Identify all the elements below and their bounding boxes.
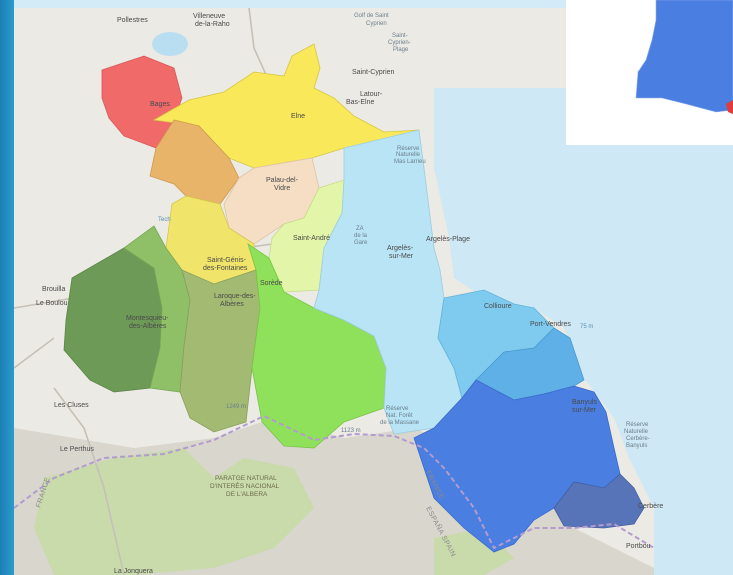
label-pollestres: Pollestres (117, 17, 148, 24)
label-st-genis-2: des-Fontaines (203, 265, 248, 272)
label-st-cyprien-plage-2: Cyprien- (388, 40, 411, 46)
label-elev-1123: 1123 m (341, 428, 361, 434)
label-golf-1: Golf de Saint (354, 13, 389, 19)
label-reserve-foret-1: Réserve (386, 406, 409, 412)
label-banyuls-2: sur-Mer (572, 407, 597, 414)
label-portbou: Portbou (626, 543, 651, 550)
label-reserve-foret-2: Nat. Forêt (386, 413, 413, 419)
label-st-genis-1: Saint-Génis- (207, 257, 247, 264)
label-reserve-mas-3: Mas Larrieu (394, 159, 426, 165)
label-elev-1249: 1249 m (226, 404, 246, 410)
label-banyuls-1: Banyuls (572, 399, 597, 406)
label-reserve-cerbere-1: Réserve (626, 422, 649, 428)
label-elne: Elne (291, 113, 305, 120)
label-paratge-1: PARATGE NATURAL (215, 475, 277, 482)
label-palau-1: Palau-del- (266, 177, 299, 184)
label-reserve-mas-1: Réserve (397, 146, 420, 152)
label-za-1: ZA (356, 226, 364, 232)
region-sorede (247, 243, 387, 449)
label-argeles-2: sur-Mer (389, 253, 414, 260)
label-le-perthus: Le Perthus (60, 446, 94, 453)
inset-overview-map (566, 0, 733, 145)
label-sorede: Sorède (260, 280, 283, 287)
label-reserve-cerbere-3: Cerbère- (626, 436, 650, 442)
label-latour-1: Latour- (360, 91, 383, 98)
region-argeles (313, 129, 463, 435)
inset-france (635, 0, 733, 113)
label-cerbere: Cerbère (638, 503, 663, 510)
label-port-vendres: Port-Vendres (530, 321, 571, 328)
france-spain-border (14, 414, 655, 550)
label-st-cyprien-plage-3: Plage (393, 47, 409, 53)
inset-region-marker (726, 100, 733, 114)
label-le-boulou: Le Boulou (36, 300, 68, 307)
label-paratge-2: D'INTERÈS NACIONAL (210, 481, 280, 490)
label-st-cyprien: Saint-Cyprien (352, 69, 395, 76)
label-palau-2: Vidre (274, 185, 290, 192)
label-za-2: de la (354, 233, 368, 239)
label-brouilla: Brouilla (42, 286, 65, 293)
label-laroque-1: Laroque-des- (214, 293, 256, 300)
label-za-3: Gare (354, 240, 368, 246)
label-st-andre: Saint-André (293, 235, 330, 242)
label-montesquieu-2: des-Albères (129, 323, 167, 330)
region-orange (149, 119, 240, 205)
lake (152, 32, 188, 56)
spain-park (34, 448, 314, 575)
label-reserve-foret-3: de la Massane (380, 420, 420, 426)
label-tech: Tech (158, 217, 171, 223)
label-bages: Bages (150, 101, 170, 108)
label-la-jonquera: La Jonquera (114, 568, 153, 575)
label-paratge-3: DE L'ALBERA (226, 491, 268, 498)
label-villeneuve: Villeneuve (193, 13, 225, 20)
map-svg: Pollestres Villeneuve de-la-Raho Golf de… (14, 8, 663, 575)
label-latour-2: Bas-Elne (346, 99, 375, 106)
region-laroque (179, 269, 261, 433)
inset-svg (635, 0, 733, 114)
label-laroque-2: Albères (220, 301, 244, 308)
label-st-cyprien-plage-1: Saint- (392, 33, 408, 39)
label-reserve-cerbere-4: Banyuls (626, 443, 647, 449)
label-argeles-plage: Argelès-Plage (426, 236, 470, 243)
label-montesquieu-1: Montesquieu- (126, 315, 169, 322)
label-collioure: Collioure (484, 303, 512, 310)
label-les-cluses: Les Cluses (54, 402, 89, 409)
label-argeles-1: Argelès- (387, 245, 414, 252)
label-de-la-raho: de-la-Raho (195, 21, 230, 28)
label-reserve-mas-2: Naturelle (396, 152, 421, 158)
label-golf-2: Cyprien (366, 21, 387, 27)
label-depth-75: 75 m (580, 324, 593, 330)
label-reserve-cerbere-2: Naturelle (624, 429, 649, 435)
